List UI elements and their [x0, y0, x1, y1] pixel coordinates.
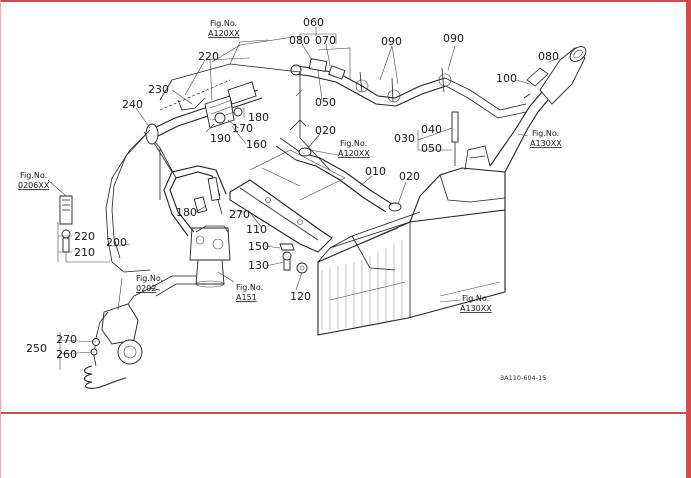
part-label-080: 080 [289, 34, 310, 47]
part-label-230: 230 [148, 83, 169, 96]
part-label-150: 150 [248, 240, 269, 253]
part-label-160: 160 [246, 138, 267, 151]
figure-ref-label: Fig.No. [136, 274, 163, 283]
leader-lines [47, 27, 561, 370]
part-label-260: 260 [56, 348, 77, 361]
part-label-080: 080 [538, 50, 559, 63]
part-label-270: 270 [229, 208, 250, 221]
figure-references: Fig.No. A120XX Fig.No. A120XX Fig.No. A1… [18, 19, 562, 313]
part-label-240: 240 [122, 98, 143, 111]
part-label-020: 020 [315, 124, 336, 137]
exploded-view-drawing: 060 080 070 090 090 080 100 050 020 030 … [18, 16, 587, 389]
overflow-hose [105, 129, 151, 273]
part-label-130: 130 [248, 259, 269, 272]
bracket-fasteners [279, 243, 308, 274]
frame-border-right [686, 0, 691, 478]
part-label-010: 010 [365, 165, 386, 178]
frame-border-left [0, 0, 1, 478]
part-label-220: 220 [198, 50, 219, 63]
part-label-100: 100 [496, 72, 517, 85]
drawing-code: 3A110-604-15 [500, 374, 546, 382]
part-label-060: 060 [303, 16, 324, 29]
figure-ref-label: Fig.No. [340, 139, 367, 148]
return-hose [290, 47, 527, 119]
figure-ref-number: 0206XX [18, 181, 50, 190]
vent-pipe [451, 111, 459, 166]
part-label-070: 070 [315, 34, 336, 47]
part-label-090: 090 [381, 35, 402, 48]
part-labels: 060 080 070 090 090 080 100 050 020 030 … [26, 16, 559, 361]
figure-ref-number: A120XX [338, 149, 370, 158]
filter-hoses [143, 131, 227, 237]
part-label-050: 050 [421, 142, 442, 155]
frame-border-top [0, 0, 691, 2]
filler-neck-assembly [489, 46, 587, 173]
part-label-050: 050 [315, 96, 336, 109]
injection-pipe-assembly [145, 57, 263, 145]
part-label-250: 250 [26, 342, 47, 355]
figure-ref-number: 0202 [136, 284, 156, 293]
part-label-030: 030 [394, 132, 415, 145]
figure-ref-number: A130XX [530, 139, 562, 148]
part-label-210: 210 [74, 246, 95, 259]
part-label-200: 200 [106, 236, 127, 249]
part-label-180: 180 [248, 111, 269, 124]
frame-border-bottom [0, 412, 691, 414]
fuel-pump [83, 275, 198, 389]
part-label-020: 020 [399, 170, 420, 183]
part-label-170: 170 [232, 122, 253, 135]
figure-ref-label: Fig.No. [20, 171, 47, 180]
figure-ref-number: A151 [236, 293, 257, 302]
part-label-120: 120 [290, 290, 311, 303]
figure-ref-label: Fig.No. [236, 283, 263, 292]
part-label-220: 220 [74, 230, 95, 243]
mounting-frame-outline [159, 39, 331, 200]
fuel-filter [189, 225, 231, 288]
part-label-180: 180 [176, 206, 197, 219]
fuel-tank [317, 145, 506, 336]
part-label-190: 190 [210, 132, 231, 145]
tank-bracket [229, 149, 346, 253]
figure-ref-label: Fig.No. [462, 294, 489, 303]
figure-ref-label: Fig.No. [532, 129, 559, 138]
fuel-hose-010 [275, 119, 402, 213]
figure-ref-label: Fig.No. [210, 19, 237, 28]
part-label-090: 090 [443, 32, 464, 45]
figure-ref-number: A130XX [460, 304, 492, 313]
part-label-040: 040 [421, 123, 442, 136]
figure-ref-number: A120XX [208, 29, 240, 38]
part-label-110: 110 [246, 223, 267, 236]
part-label-270: 270 [56, 333, 77, 346]
